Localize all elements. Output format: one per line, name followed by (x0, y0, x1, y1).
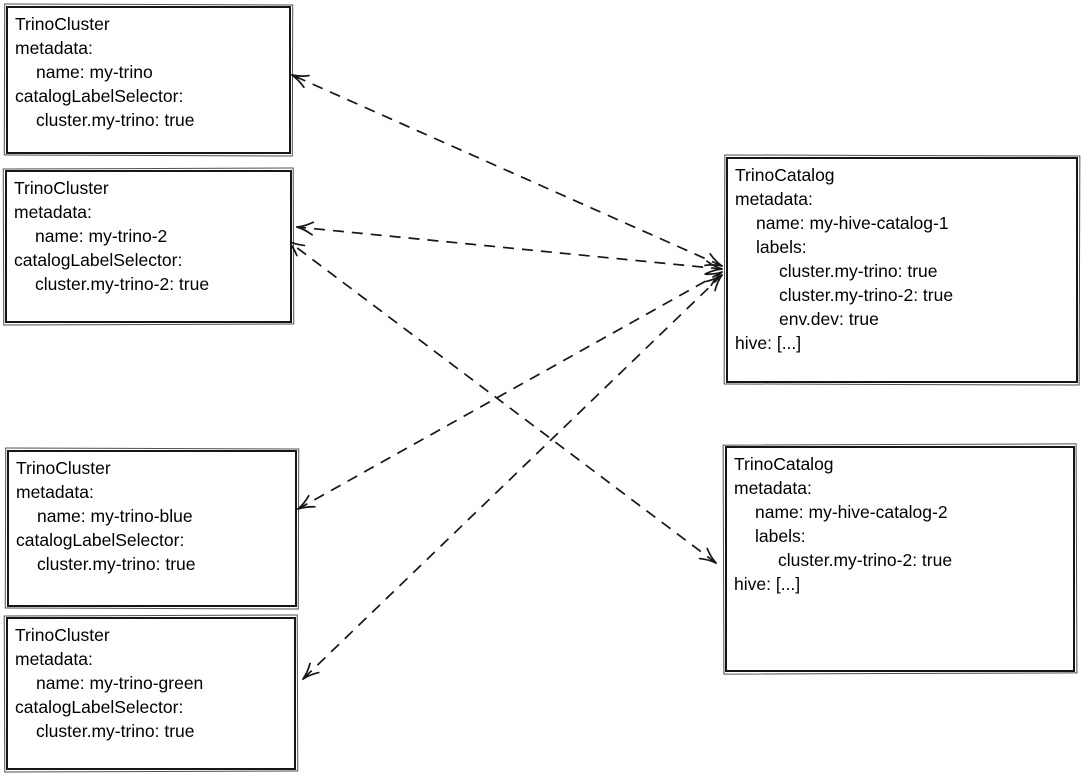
arrowhead-icon (296, 221, 315, 228)
selector-entry: cluster.my-trino: true (37, 554, 196, 574)
hive-field: hive: [...] (734, 574, 801, 594)
arrowhead-icon (291, 74, 305, 89)
edge-dashed-line (302, 274, 723, 680)
edge-trino-catalog-my-hive-catalog-2--trino-cluster-my-trino-2 (287, 240, 717, 564)
name-field: name: my-hive-catalog-2 (755, 502, 948, 522)
labels-label: labels: (755, 526, 806, 546)
node-trino-cluster-my-trino: TrinoCluster metadata: name: my-trino ca… (6, 6, 291, 154)
node-kind-label: TrinoCatalog (735, 165, 835, 185)
arrowhead-icon (709, 252, 723, 267)
label-entry: cluster.my-trino-2: true (778, 550, 953, 570)
edge-trino-catalog-my-hive-catalog-1--trino-cluster-my-trino (291, 74, 723, 267)
node-trino-catalog-my-hive-catalog-2: TrinoCatalog metadata: name: my-hive-cat… (725, 446, 1075, 672)
edge-dashed-line (287, 240, 717, 564)
node-trino-cluster-my-trino-green: TrinoCluster metadata: name: my-trino-gr… (6, 617, 296, 770)
arrowhead-icon (706, 547, 717, 564)
arrowhead-icon (296, 226, 313, 236)
name-field: name: my-trino (36, 62, 153, 82)
metadata-label: metadata: (14, 202, 92, 222)
node-kind-label: TrinoCluster (14, 178, 109, 198)
metadata-label: metadata: (15, 38, 93, 58)
metadata-label: metadata: (734, 478, 812, 498)
selector-entry: cluster.my-trino: true (36, 110, 195, 130)
arrowhead-icon (704, 271, 723, 276)
arrowhead-icon (710, 271, 723, 287)
arrowhead-icon (714, 274, 723, 292)
name-field: name: my-trino-2 (35, 226, 168, 246)
metadata-label: metadata: (16, 482, 94, 502)
name-field: name: my-hive-catalog-1 (756, 213, 949, 233)
arrowhead-icon (291, 74, 310, 77)
node-kind-label: TrinoCluster (16, 458, 111, 478)
edge-dashed-line (297, 271, 723, 510)
selector-label: catalogLabelSelector: (14, 250, 183, 270)
node-kind-label: TrinoCluster (15, 14, 110, 34)
arrowhead-icon (698, 557, 717, 564)
selector-label: catalogLabelSelector: (15, 697, 184, 717)
label-entry: cluster.my-trino: true (779, 261, 938, 281)
arrowhead-icon (706, 260, 723, 270)
arrowhead-icon (704, 268, 723, 275)
edge-trino-catalog-my-hive-catalog-1--trino-cluster-my-trino-blue (297, 271, 723, 510)
node-trino-cluster-my-trino-blue: TrinoCluster metadata: name: my-trino-bl… (7, 450, 297, 607)
name-field: name: my-trino-green (36, 673, 204, 693)
label-entry: cluster.my-trino-2: true (779, 285, 954, 305)
arrowhead-icon (705, 274, 723, 283)
arrowhead-icon (297, 494, 310, 510)
selector-label: catalogLabelSelector: (16, 530, 185, 550)
edge-trino-catalog-my-hive-catalog-1--trino-cluster-my-trino-2 (296, 221, 723, 275)
selector-entry: cluster.my-trino: true (36, 721, 195, 741)
name-field: name: my-trino-blue (37, 506, 193, 526)
labels-label: labels: (756, 237, 807, 257)
arrowhead-icon (302, 662, 311, 680)
selector-label: catalogLabelSelector: (15, 86, 184, 106)
label-entry: env.dev: true (779, 309, 879, 329)
node-kind-label: TrinoCluster (15, 625, 110, 645)
arrowhead-icon (704, 264, 723, 267)
arrowhead-icon (302, 671, 320, 680)
node-trino-cluster-my-trino-2: TrinoCluster metadata: name: my-trino-2 … (5, 170, 292, 323)
edge-dashed-line (291, 74, 723, 267)
arrowhead-icon (297, 505, 316, 510)
hive-field: hive: [...] (735, 333, 802, 353)
selector-entry: cluster.my-trino-2: true (35, 274, 210, 294)
node-trino-catalog-my-hive-catalog-1: TrinoCatalog metadata: name: my-hive-cat… (726, 157, 1078, 383)
metadata-label: metadata: (735, 189, 813, 209)
metadata-label: metadata: (15, 649, 93, 669)
edge-dashed-line (296, 226, 723, 270)
edge-trino-catalog-my-hive-catalog-1--trino-cluster-my-trino-green (302, 274, 723, 680)
node-kind-label: TrinoCatalog (734, 454, 834, 474)
